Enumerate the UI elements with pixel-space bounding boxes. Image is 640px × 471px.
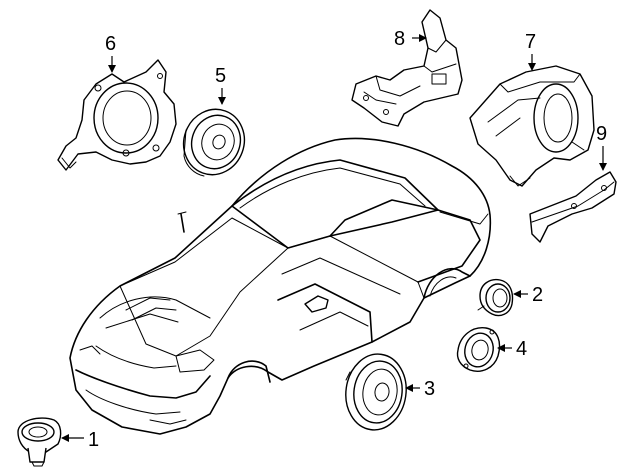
tweeter-speaker-icon — [477, 278, 514, 317]
small-tweeter-speaker-icon — [17, 417, 62, 467]
callout-9: 9 — [596, 123, 607, 171]
callout-3: 3 — [405, 378, 435, 400]
callout-number: 7 — [525, 31, 536, 53]
amplifier-bracket-icon — [351, 9, 463, 127]
front-speaker-icon — [182, 108, 246, 177]
callout-5: 5 — [215, 65, 226, 105]
callout-number: 5 — [215, 65, 226, 87]
midrange-speaker-icon — [456, 327, 501, 372]
callout-8: 8 — [394, 28, 427, 50]
door-speaker-icon — [345, 353, 407, 431]
callout-number: 1 — [88, 429, 99, 451]
callout-number: 8 — [394, 28, 405, 50]
speaker-bracket-icon — [57, 59, 177, 171]
subwoofer-enclosure-icon — [469, 65, 595, 187]
callout-number: 3 — [424, 378, 435, 400]
callout-7: 7 — [525, 31, 536, 71]
callout-number: 2 — [532, 284, 543, 306]
callout-number: 9 — [596, 123, 607, 145]
callout-number: 6 — [105, 33, 116, 55]
callout-4: 4 — [497, 338, 527, 360]
vehicle-body-icon — [69, 137, 492, 435]
callout-1: 1 — [61, 429, 99, 451]
mounting-bracket-icon — [529, 171, 617, 243]
callout-6: 6 — [105, 33, 116, 73]
callout-2: 2 — [513, 284, 543, 306]
callout-number: 4 — [516, 338, 527, 360]
